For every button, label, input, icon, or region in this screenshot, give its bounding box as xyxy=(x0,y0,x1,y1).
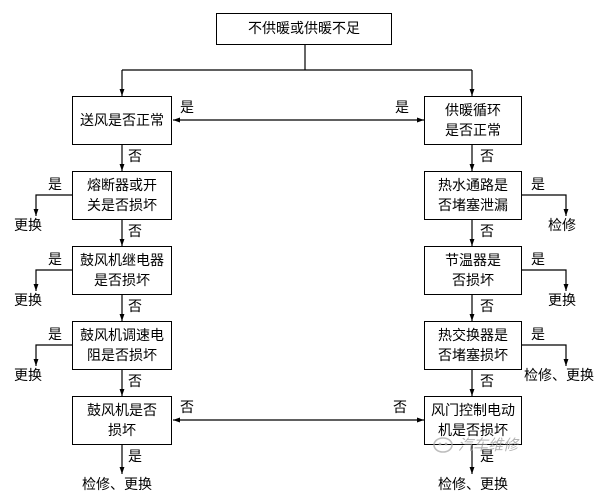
water-repair-label: 检修 xyxy=(548,218,576,234)
motor-no-label: 否 xyxy=(180,400,194,416)
resistor-no-label: 否 xyxy=(128,374,142,390)
blower-yes-label: 是 xyxy=(180,100,194,116)
exchanger-yes-label: 是 xyxy=(531,327,545,343)
blower-motor-line2: 损坏 xyxy=(108,422,136,439)
fuse-replace-label: 更换 xyxy=(14,218,42,234)
speed-resistor-line2: 阻是否损坏 xyxy=(87,347,157,364)
damper-motor-line2: 机是否损坏 xyxy=(438,422,508,439)
damper-motor-box: 风门控制电动 机是否损坏 xyxy=(424,396,522,445)
water-yes-branch xyxy=(522,194,569,216)
hot-water-path-line1: 热水通路是 xyxy=(438,177,508,194)
blower-relay-line1: 鼓风机继电器 xyxy=(80,252,164,269)
start-text: 不供暖或供暖不足 xyxy=(248,21,360,37)
exchanger-no-label: 否 xyxy=(480,374,494,390)
heat-exchanger-line1: 热交换器是 xyxy=(438,327,508,344)
fuse-no-label: 否 xyxy=(128,224,142,240)
hot-water-path-box: 热水通路是 否堵塞泄漏 xyxy=(424,171,522,220)
blower-relay-line2: 是否损坏 xyxy=(94,272,150,289)
blower-motor-line1: 鼓风机是否 xyxy=(87,402,157,419)
thermo-yes-branch xyxy=(522,269,569,291)
relay-no-label: 否 xyxy=(128,299,142,315)
motor-yes-label: 是 xyxy=(128,449,142,465)
thermo-no-label: 否 xyxy=(480,299,494,315)
circulation-check-line1: 供暖循环 xyxy=(445,102,501,119)
damper-motor-line1: 风门控制电动 xyxy=(431,402,515,419)
thermo-yes-label: 是 xyxy=(531,252,545,268)
hot-water-path-line2: 否堵塞泄漏 xyxy=(438,197,508,214)
thermostat-line2: 否损坏 xyxy=(452,272,494,289)
fuse-yes-branch xyxy=(33,194,72,216)
heat-exchanger-box: 热交换器是 否堵塞损坏 xyxy=(424,321,522,370)
fuse-switch-box: 熔断器或开 关是否损坏 xyxy=(72,171,172,220)
resistor-yes-branch xyxy=(33,344,72,366)
speed-resistor-line1: 鼓风机调速电 xyxy=(80,327,164,344)
fuse-switch-line1: 熔断器或开 xyxy=(87,177,157,194)
damper-yes-label: 是 xyxy=(480,449,494,465)
relay-yes-branch xyxy=(33,269,72,291)
circulation-yes-label: 是 xyxy=(395,100,409,116)
circulation-no-label: 否 xyxy=(480,149,494,165)
motor-action-label: 检修、更换 xyxy=(82,477,152,493)
resistor-yes-label: 是 xyxy=(48,327,62,343)
speed-resistor-box: 鼓风机调速电 阻是否损坏 xyxy=(72,321,172,370)
blower-check-text: 送风是否正常 xyxy=(80,112,164,129)
relay-yes-label: 是 xyxy=(48,252,62,268)
circulation-check-line2: 是否正常 xyxy=(445,122,501,139)
thermostat-box: 节温器是 否损坏 xyxy=(424,246,522,295)
circulation-check-box: 供暖循环 是否正常 xyxy=(424,96,522,145)
fuse-switch-line2: 关是否损坏 xyxy=(87,197,157,214)
blower-relay-box: 鼓风机继电器 是否损坏 xyxy=(72,246,172,295)
resistor-replace-label: 更换 xyxy=(14,368,42,384)
heat-exchanger-line2: 否堵塞损坏 xyxy=(438,347,508,364)
fuse-yes-label: 是 xyxy=(48,177,62,193)
blower-motor-box: 鼓风机是否 损坏 xyxy=(72,396,172,445)
start-box: 不供暖或供暖不足 xyxy=(216,13,392,45)
watermark-logo-icon xyxy=(433,436,453,453)
thermostat-line1: 节温器是 xyxy=(445,252,501,269)
blower-check-box: 送风是否正常 xyxy=(72,96,172,145)
water-yes-label: 是 xyxy=(531,177,545,193)
relay-replace-label: 更换 xyxy=(14,293,42,309)
watermark: 汽车维修 xyxy=(432,434,518,455)
watermark-text: 汽车维修 xyxy=(458,436,519,454)
damper-action-label: 检修、更换 xyxy=(438,477,508,493)
blower-no-label: 否 xyxy=(128,149,142,165)
exchanger-action-label: 检修、更换 xyxy=(524,368,594,384)
water-no-label: 否 xyxy=(480,224,494,240)
exchanger-yes-branch xyxy=(522,344,569,366)
damper-no-label: 否 xyxy=(393,400,407,416)
thermo-replace-label: 更换 xyxy=(548,293,576,309)
